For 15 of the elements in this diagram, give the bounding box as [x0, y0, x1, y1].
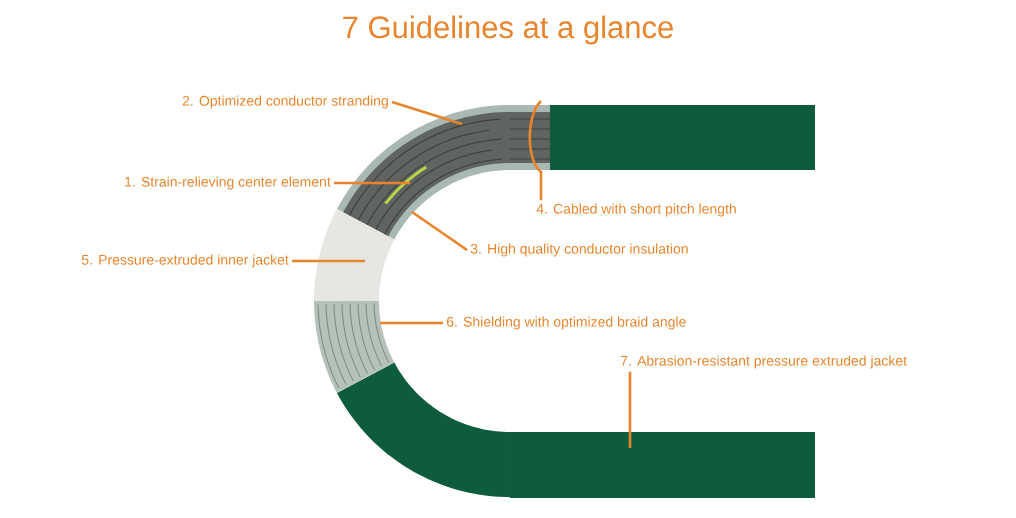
leader-line — [380, 321, 443, 325]
callout-label: 7. Abrasion-resistant pressure extruded jacket — [620, 355, 907, 369]
leader-line — [334, 181, 410, 185]
callout-label: 6. Shielding with optimized braid angle — [446, 316, 686, 330]
callout-label: 5. Pressure-extruded inner jacket — [81, 254, 289, 268]
callout-label: 3. High quality conductor insulation — [470, 243, 688, 257]
callout-label: 1. Strain-relieving center element — [125, 176, 331, 190]
leader-line — [628, 371, 632, 448]
leader-line — [528, 100, 543, 201]
callout-label: 2. Optimized conductor stranding — [182, 95, 388, 109]
title: 7 Guidelines at a glance — [343, 15, 673, 45]
leader-line — [292, 259, 365, 263]
leader-line — [391, 100, 463, 126]
callout-label: 4. Cabled with short pitch length — [536, 203, 736, 217]
leader-line — [411, 210, 468, 252]
